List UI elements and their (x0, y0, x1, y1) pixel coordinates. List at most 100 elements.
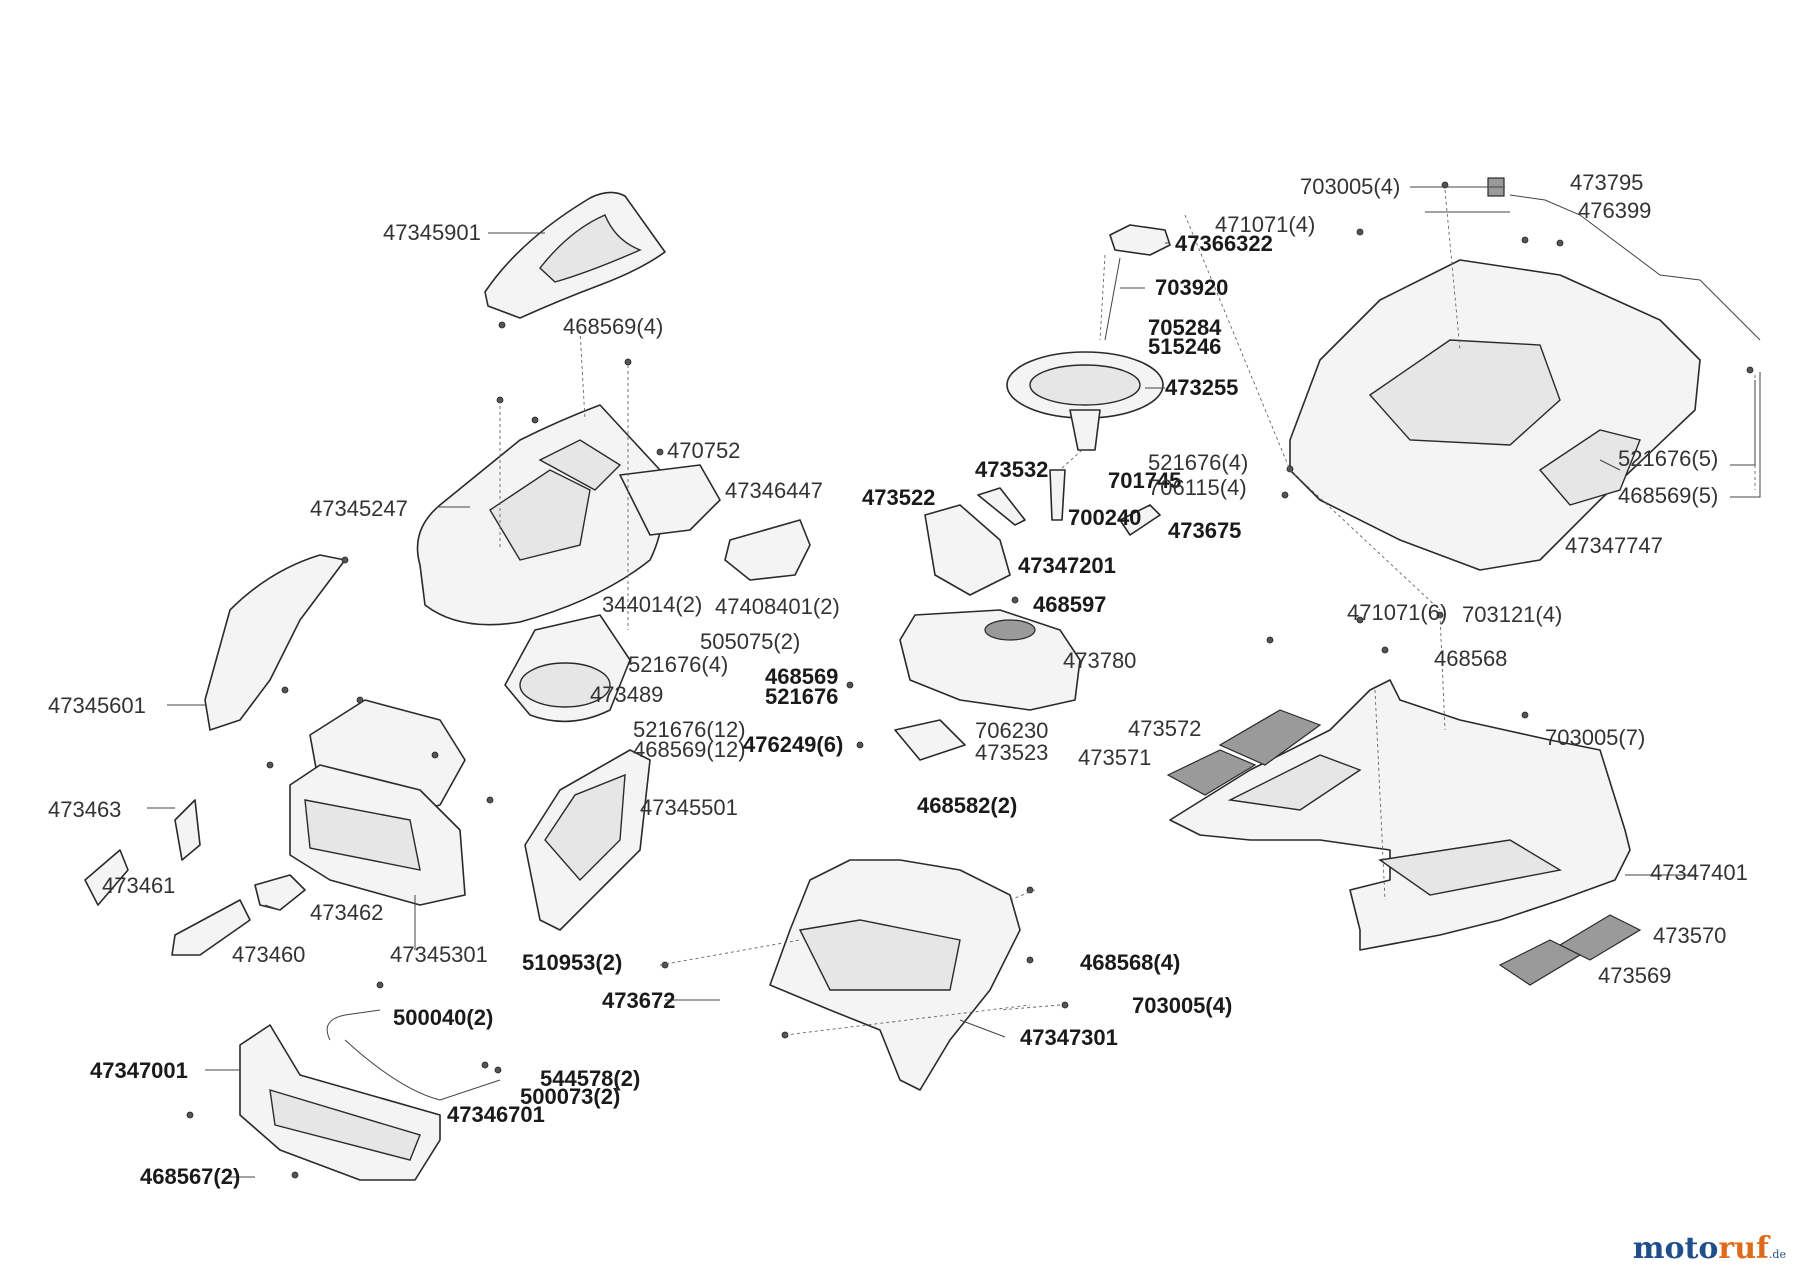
steering-column (1049, 469, 1066, 521)
label-521676-4b: 521676(4) (1148, 450, 1248, 475)
steering-wheel-473255 (1006, 351, 1164, 451)
label-47347747: 47347747 (1565, 533, 1663, 558)
hood-top-cover (484, 191, 666, 319)
rear-body-47347747 (1289, 259, 1701, 571)
label-473462: 473462 (310, 900, 383, 925)
front-bumper-47347001 (239, 1024, 441, 1181)
label-344014-2: 344014(2) (602, 592, 702, 617)
label-473532: 473532 (975, 457, 1048, 482)
label-473570: 473570 (1653, 923, 1726, 948)
label-473572: 473572 (1128, 716, 1201, 741)
label-470752: 470752 (667, 438, 740, 463)
leader-lines (147, 186, 1761, 1178)
fender-47347301 (769, 859, 1021, 1091)
mat-473569 (1498, 939, 1582, 986)
label-521676-12: 521676(12) (633, 717, 746, 742)
label-505075-2: 505075(2) (700, 629, 800, 654)
label-473780: 473780 (1063, 648, 1136, 673)
dash-47347201 (924, 504, 1011, 596)
label-703005-4b: 703005(4) (1132, 993, 1232, 1018)
fasteners (186, 181, 1754, 1179)
label-706230: 706230 (975, 718, 1048, 743)
label-473489: 473489 (590, 682, 663, 707)
label-47366322: 47366322 (1175, 231, 1273, 256)
label-510953-2: 510953(2) (522, 950, 622, 975)
label-473675: 473675 (1168, 518, 1241, 543)
label-700240: 700240 (1068, 505, 1141, 530)
label-47347301: 47347301 (1020, 1025, 1118, 1050)
mat-473571 (1166, 749, 1257, 796)
label-468569-5: 468569(5) (1618, 483, 1718, 508)
label-473571: 473571 (1078, 745, 1151, 770)
label-468569-12: 468569(12) (633, 737, 746, 762)
label-521676-5: 521676(5) (1618, 446, 1718, 471)
part-473460 (171, 899, 251, 956)
steering-shaft (1104, 257, 1121, 341)
label-521676: 521676 (765, 684, 838, 709)
label-521676-4a: 521676(4) (628, 652, 728, 677)
label-473460: 473460 (232, 942, 305, 967)
plate-473523 (894, 719, 966, 761)
hood (416, 404, 721, 626)
label-468568: 468568 (1434, 646, 1507, 671)
label-473523: 473523 (975, 740, 1048, 765)
label-468567-2: 468567(2) (140, 1164, 240, 1189)
label-473672: 473672 (602, 988, 675, 1013)
label-468569-4: 468569(4) (563, 314, 663, 339)
label-47347001: 47347001 (90, 1058, 188, 1083)
label-703121-4: 703121(4) (1462, 602, 1562, 627)
label-468597: 468597 (1033, 592, 1106, 617)
label-47347201: 47347201 (1018, 553, 1116, 578)
label-468582-2: 468582(2) (917, 793, 1017, 818)
label-47345301: 47345301 (390, 942, 488, 967)
label-47345601: 47345601 (48, 693, 146, 718)
label-471071-6: 471071(6) (1347, 600, 1447, 625)
label-705284: 705284 (1148, 315, 1222, 340)
front-housing-47345301 (289, 764, 466, 906)
assembly-lines (499, 189, 1756, 1036)
label-515246: 515246 (1148, 334, 1221, 359)
panel-47346447 (724, 519, 811, 581)
label-701745: 701745 (1108, 468, 1181, 493)
console-473780 (899, 609, 1081, 711)
label-468568-4: 468568(4) (1080, 950, 1180, 975)
label-706115-4: 706115(4) (1148, 475, 1247, 500)
part-473461 (84, 849, 129, 906)
bumper-bar (326, 1009, 501, 1101)
label-703005-4a: 703005(4) (1300, 174, 1400, 199)
lever-473675 (1119, 504, 1161, 536)
label-473255: 473255 (1165, 375, 1238, 400)
label-703005-7: 703005(7) (1545, 725, 1645, 750)
label-47408401-2: 47408401(2) (715, 594, 840, 619)
label-703920: 703920 (1155, 275, 1228, 300)
label-47345901: 47345901 (383, 220, 481, 245)
mat-473572 (1218, 709, 1322, 766)
label-47345247: 47345247 (310, 496, 408, 521)
part-473463 (174, 799, 201, 861)
label-473795: 473795 (1570, 170, 1643, 195)
label-47346447: 47346447 (725, 478, 823, 503)
label-544578-2: 544578(2) (540, 1066, 640, 1091)
steering-cap (1109, 224, 1171, 256)
brand-logo: motoruf.de (1632, 1231, 1786, 1266)
label-476249-6: 476249(6) (743, 732, 843, 757)
rod-476399 (1509, 194, 1761, 341)
part-473462 (254, 874, 306, 911)
label-47346701: 47346701 (447, 1102, 545, 1127)
label-473461: 473461 (102, 873, 175, 898)
footboard-47347401 (1169, 679, 1631, 951)
label-473463: 473463 (48, 797, 121, 822)
side-panel-47345601 (204, 554, 346, 731)
label-471071-4: 471071(4) (1215, 212, 1315, 237)
side-panel-47345501 (524, 749, 651, 931)
label-468569: 468569 (765, 664, 838, 689)
label-476399: 476399 (1578, 198, 1651, 223)
label-473522: 473522 (862, 485, 935, 510)
label-500040-2: 500040(2) (393, 1005, 493, 1030)
label-473569: 473569 (1598, 963, 1671, 988)
label-47347401: 47347401 (1650, 860, 1748, 885)
label-47345501: 47345501 (640, 795, 738, 820)
hood-inner-473489 (504, 614, 631, 723)
label-500073-2: 500073(2) (520, 1084, 620, 1109)
